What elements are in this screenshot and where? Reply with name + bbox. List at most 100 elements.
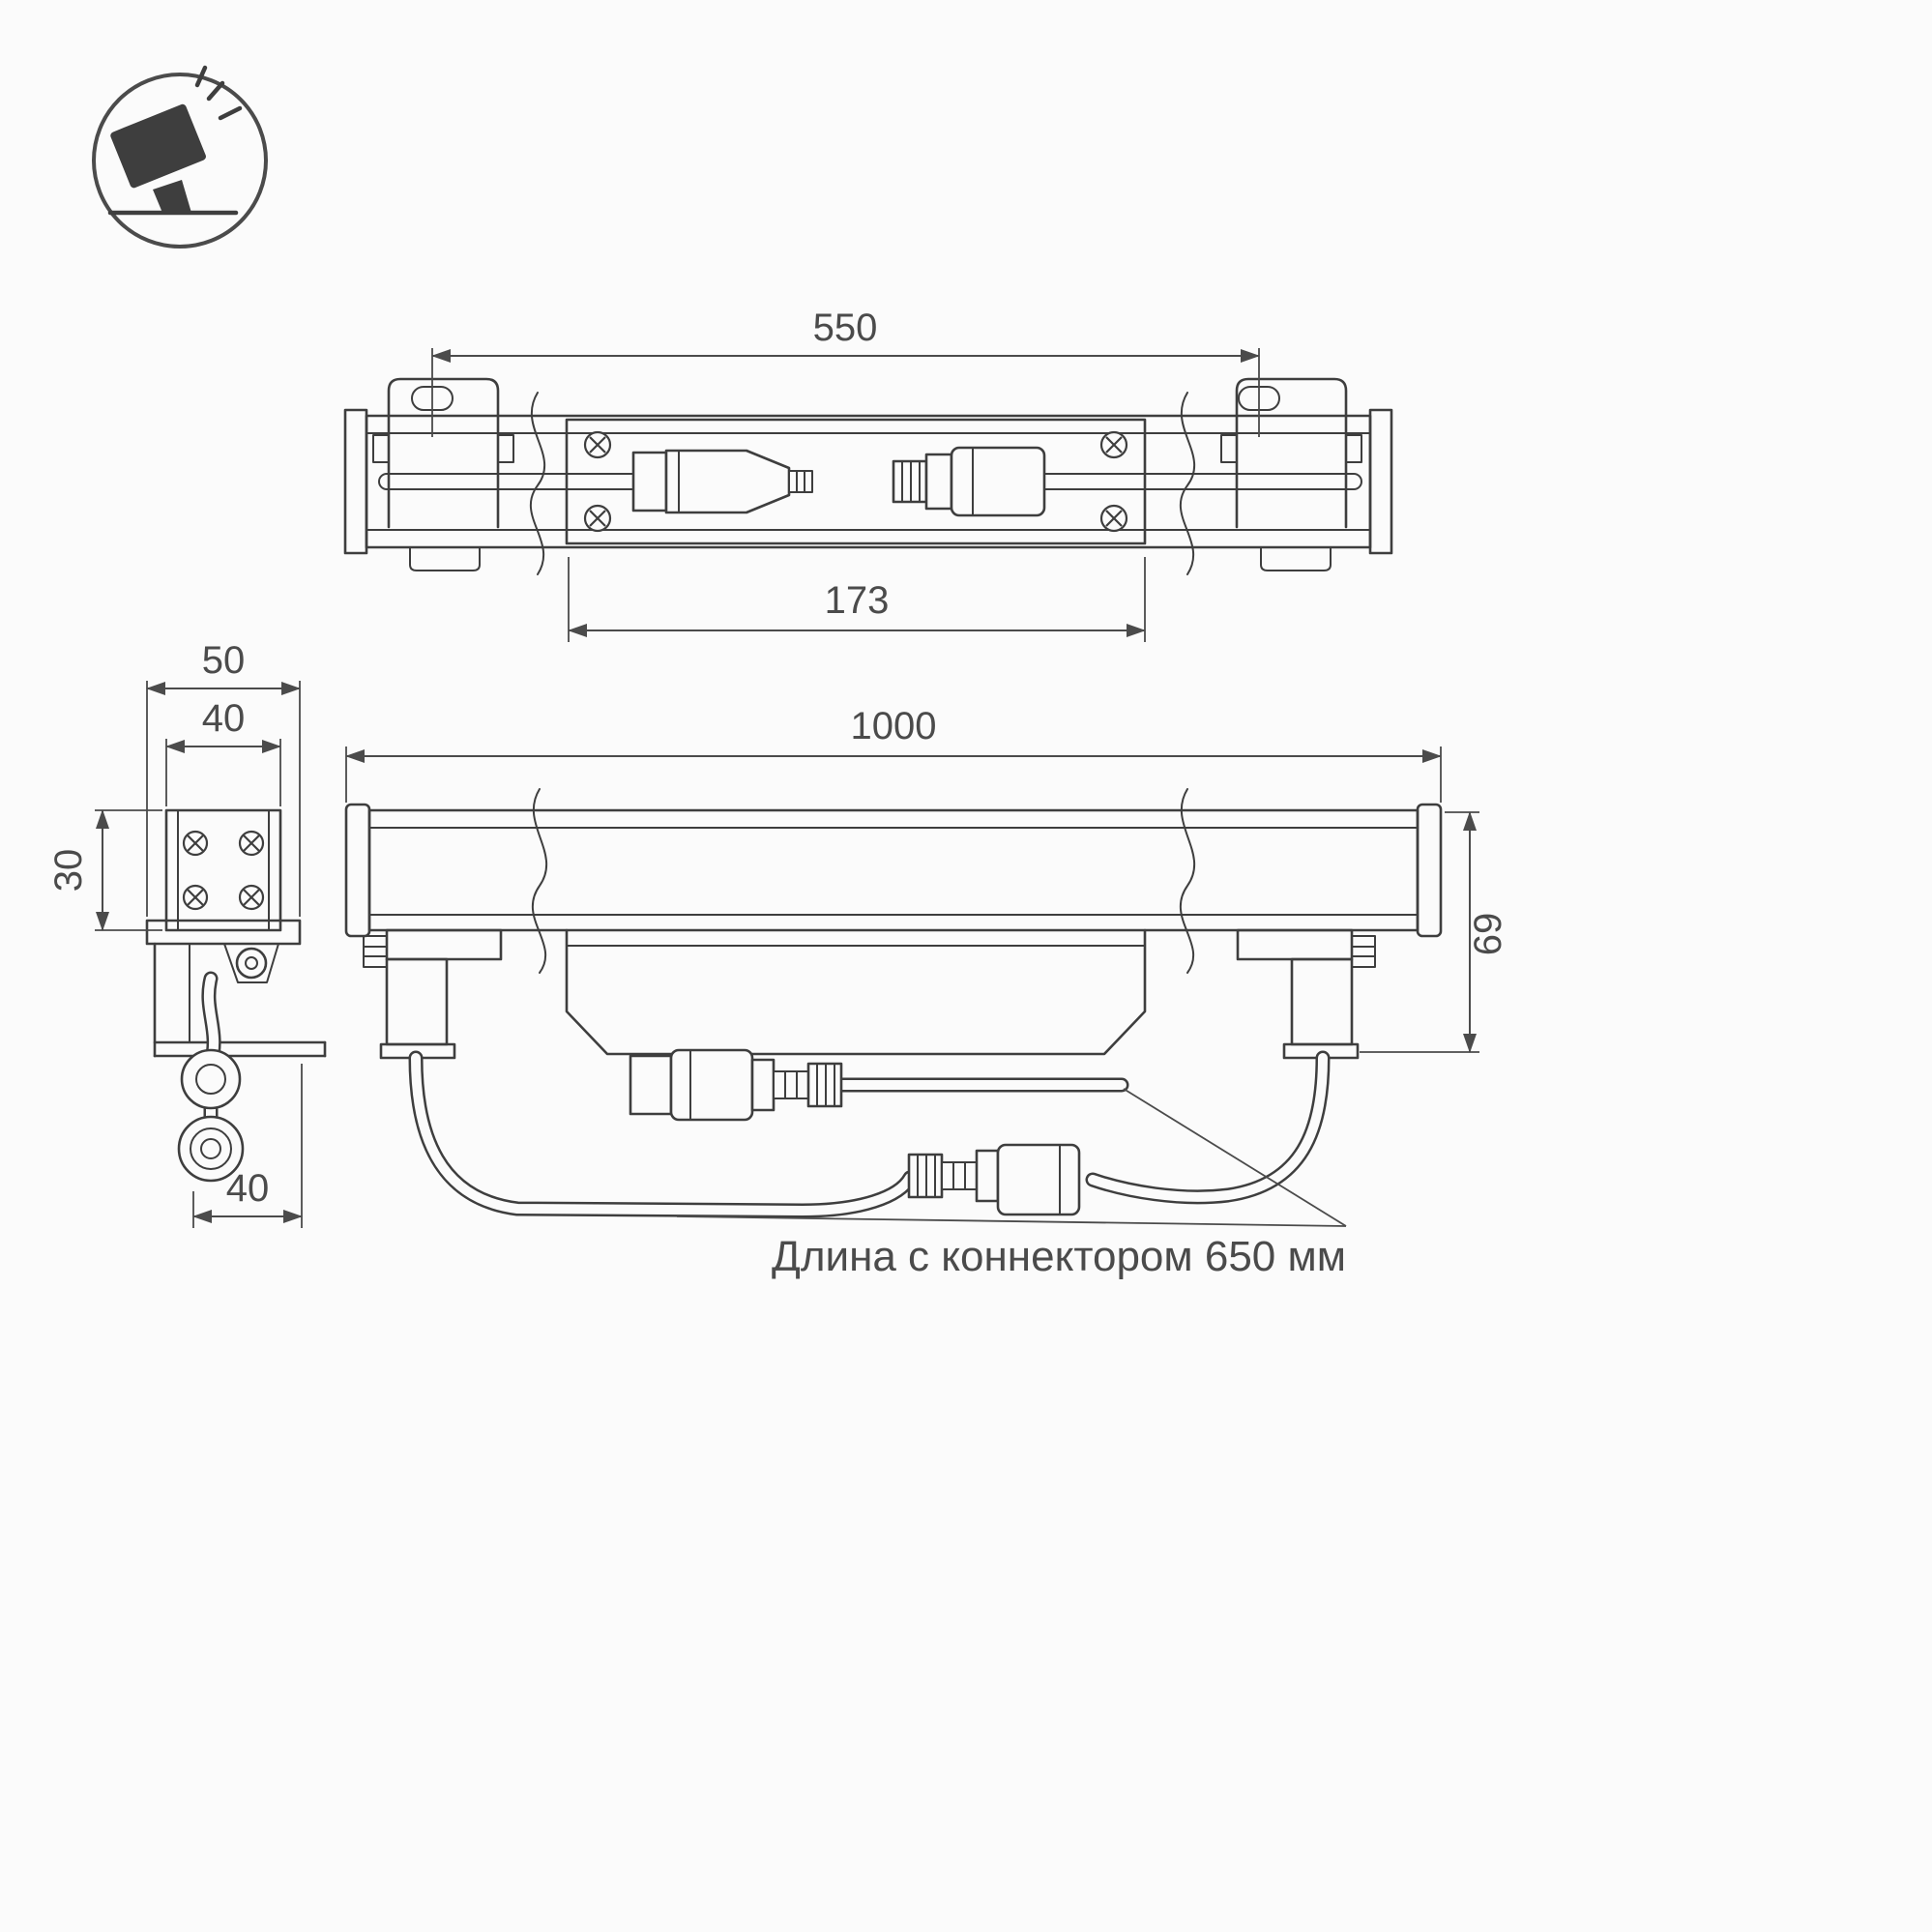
side-view-cable (177, 971, 245, 1183)
connector-pin (773, 1070, 809, 1099)
connector-collar (750, 1058, 776, 1112)
clamp-bolt (1220, 434, 1238, 463)
clamp-bolt (1345, 434, 1362, 463)
dim-40-top: 40 (165, 697, 281, 806)
rail-flange (145, 919, 302, 946)
cable-left-core (411, 1053, 915, 1216)
front-view-cables (408, 1050, 1331, 1218)
cable-right-core (1088, 1053, 1328, 1202)
phillips-screw (182, 884, 209, 911)
front-view-break-lines (531, 788, 1196, 974)
phillips-screw (583, 430, 612, 459)
light-ray (206, 80, 225, 102)
dim-50-label: 50 (202, 639, 246, 682)
phillips-screw (238, 830, 265, 857)
top-view-bracket-left (372, 377, 514, 571)
dim-30-label: 30 (47, 849, 90, 893)
dim-69-label: 69 (1467, 913, 1509, 956)
female-connector-body (950, 446, 1046, 517)
dimensions: 550 173 50 40 30 (47, 307, 1509, 1228)
connector-pin (941, 1161, 978, 1190)
end-cap-left (343, 408, 368, 555)
top-view (343, 377, 1393, 575)
connector-length-note: Длина с коннектором 650 мм (772, 1233, 1346, 1280)
female-connector-body (669, 1048, 754, 1122)
female-connector-collar (924, 453, 953, 511)
dim-173: 173 (568, 557, 1146, 642)
housing-body (367, 808, 1420, 932)
phillips-screw (1099, 430, 1128, 459)
dim-40-bottom-label: 40 (226, 1167, 270, 1210)
top-view-housing (343, 408, 1393, 555)
phillips-screw (238, 884, 265, 911)
dim-69: 69 (1360, 811, 1509, 1053)
clamp-bolt (497, 434, 514, 463)
front-view (344, 788, 1443, 1227)
clamp-bolt (363, 935, 388, 968)
side-view (145, 808, 327, 1183)
wiring-panel (565, 418, 1147, 545)
dim-173-label: 173 (825, 579, 890, 622)
break-line (529, 392, 546, 575)
dim-40-top-label: 40 (202, 697, 246, 740)
connector-collar (975, 1149, 1000, 1203)
female-connector-body (996, 1143, 1081, 1216)
icon-circle (92, 73, 268, 249)
end-cap-right (1416, 803, 1443, 938)
front-view-bracket-left (363, 928, 503, 1060)
cable-right (1041, 473, 1362, 490)
cable-gland (631, 451, 668, 512)
connector-end-pin (200, 1138, 221, 1159)
dim-1000: 1000 (345, 705, 1442, 803)
front-view-bracket-right (1236, 928, 1376, 1060)
clamp-bolt (372, 434, 390, 463)
bracket-arm (1290, 957, 1354, 1046)
spotlight-housing (110, 103, 206, 189)
phillips-screw (583, 504, 612, 533)
break-line (1179, 788, 1196, 974)
top-view-break-lines (529, 392, 1196, 575)
mount-plate (164, 808, 282, 932)
side-view-plate (145, 808, 302, 946)
bracket-arm (223, 943, 279, 983)
dim-40-bottom: 40 (192, 1064, 303, 1228)
light-ray (218, 105, 243, 121)
break-line (531, 788, 548, 974)
dim-550: 550 (431, 307, 1260, 437)
bracket-plate (387, 377, 500, 529)
pivot-knob-center (245, 956, 258, 970)
connector-ring-inner (195, 1064, 226, 1095)
top-view-screws (583, 430, 1128, 533)
connector-end (177, 1115, 245, 1183)
clamp-foot (1260, 546, 1332, 571)
spotlight-body (110, 103, 206, 189)
dim-550-label: 550 (813, 307, 878, 349)
ground-spotlight-icon (92, 65, 268, 249)
clamp-bolt (1351, 935, 1376, 968)
housing-body (365, 414, 1372, 549)
cable-gland (629, 1054, 673, 1116)
dim-30: 30 (47, 809, 162, 931)
male-connector-body (664, 449, 791, 514)
front-view-connector-pair-1 (629, 1048, 843, 1122)
front-view-connector-pair-2 (907, 1143, 1081, 1216)
front-view-housing (344, 803, 1443, 1056)
top-view-cable (378, 473, 1362, 490)
end-cap-left (344, 803, 371, 938)
male-connector-pin (788, 470, 813, 493)
leader-line (676, 1215, 1347, 1227)
note-leader-lines (676, 1088, 1347, 1227)
dim-1000-label: 1000 (851, 705, 937, 747)
break-line (1179, 392, 1196, 575)
spotlight-base (153, 180, 191, 213)
phillips-screw (1099, 504, 1128, 533)
bracket-top (1236, 928, 1354, 961)
cable-left (378, 473, 637, 490)
dim-50: 50 (146, 639, 301, 917)
leader-line (1123, 1088, 1347, 1227)
phillips-screw (182, 830, 209, 857)
cable-right-outline (1085, 1050, 1331, 1205)
pivot-knob (235, 947, 268, 980)
clamp-foot (409, 546, 481, 571)
